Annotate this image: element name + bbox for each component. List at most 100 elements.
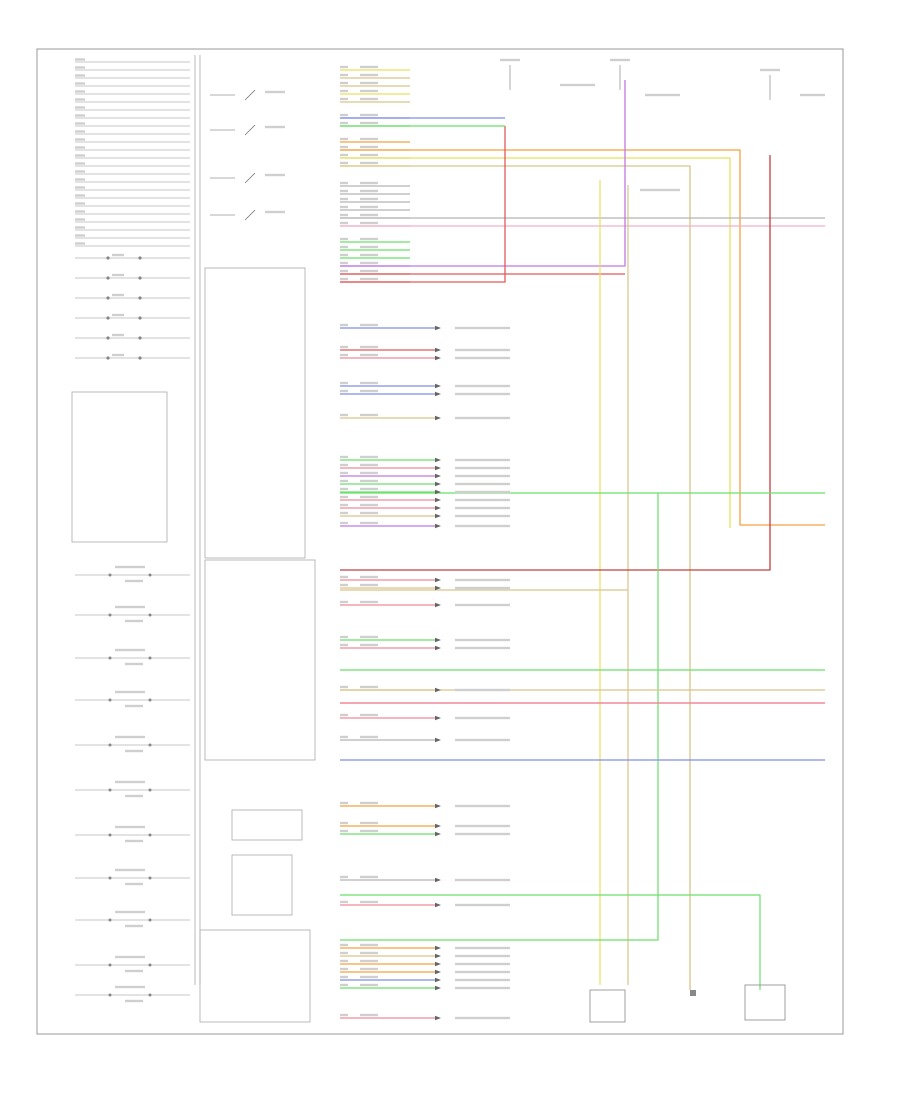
lamp-node (148, 963, 152, 967)
arrow-icon (435, 645, 441, 651)
indicator-node (106, 336, 110, 340)
wire-color-code (360, 983, 378, 987)
lamp-label (115, 910, 145, 914)
lamp-label (115, 565, 145, 569)
fuel-sender-box (589, 989, 626, 1023)
left-pin-label (75, 114, 85, 117)
purple-trace (340, 80, 626, 267)
arrow-icon (435, 347, 441, 353)
orange-trace (340, 149, 825, 526)
arrow-icon (435, 523, 441, 529)
wire-color-code (360, 237, 378, 241)
indicator-node (106, 256, 110, 260)
pin-id (340, 900, 348, 904)
system-label (455, 962, 510, 966)
wire-color-code (360, 153, 378, 157)
left-pin-label (75, 138, 85, 141)
wire-color-code (360, 583, 378, 587)
left-pin-label (75, 210, 85, 213)
wire-color-code (360, 213, 378, 217)
pin-id (340, 463, 348, 467)
left-pin-label (75, 98, 85, 101)
wire-color-code (360, 253, 378, 257)
pin-id (340, 685, 348, 689)
fuse-label (500, 58, 520, 62)
lamp-node (108, 698, 112, 702)
wire-color-code (360, 801, 378, 805)
arrow-icon (435, 687, 441, 693)
left-pin-label (75, 130, 85, 133)
wire-color-code (360, 521, 378, 525)
lamp-sublabel (125, 749, 143, 753)
system-label (455, 946, 510, 950)
arrow-icon (435, 465, 441, 471)
system-label (455, 878, 510, 882)
green-sensor (340, 894, 761, 990)
arrow-icon (435, 355, 441, 361)
lamp-node (108, 993, 112, 997)
system-label (455, 384, 510, 388)
wire-color-code (360, 277, 378, 281)
lamp-sublabel (125, 924, 143, 928)
indicator-node (106, 356, 110, 360)
arrow-icon (435, 415, 441, 421)
lamp-label (115, 868, 145, 872)
wire-color-code (360, 875, 378, 879)
pin-id (340, 943, 348, 947)
pin-id (340, 323, 348, 327)
lamp-node (148, 698, 152, 702)
pin-id (340, 245, 348, 249)
components (106, 65, 786, 1023)
lamp-label (115, 648, 145, 652)
ground-node (690, 990, 696, 996)
wire-color-code (360, 137, 378, 141)
pin-id (340, 801, 348, 805)
system-label (455, 738, 510, 742)
lamp-node (148, 918, 152, 922)
speedometer-gauge (244, 89, 256, 101)
pin-id (340, 959, 348, 963)
system-label (455, 603, 510, 607)
left-pin-label (75, 202, 85, 205)
left-pin-label (75, 194, 85, 197)
lamp-node (108, 613, 112, 617)
system-label (455, 498, 510, 502)
pin-id (340, 975, 348, 979)
wire-color-code (360, 643, 378, 647)
arrow-icon (435, 877, 441, 883)
arrow-icon (435, 823, 441, 829)
wire-color-code (360, 511, 378, 515)
wire-color-code (360, 463, 378, 467)
wire-color-code (360, 197, 378, 201)
pin-id (340, 197, 348, 201)
arrow-icon (435, 383, 441, 389)
pin-id (340, 583, 348, 587)
left-pin-label (75, 146, 85, 149)
indicator-node (138, 356, 142, 360)
system-label (455, 482, 510, 486)
lamp-sublabel (125, 619, 143, 623)
left-pin-label (75, 58, 85, 61)
pin-id (340, 951, 348, 955)
pin-id (340, 713, 348, 717)
pin-id (340, 353, 348, 357)
pin-id (340, 269, 348, 273)
arrow-icon (435, 953, 441, 959)
arrow-icon (435, 497, 441, 503)
fuse-label (610, 58, 630, 62)
indicator-label (112, 333, 124, 337)
system-label (455, 1016, 510, 1020)
lamp-node (148, 656, 152, 660)
wire-color-code (360, 245, 378, 249)
wire-color-code (360, 81, 378, 85)
wire-color-code (360, 943, 378, 947)
pin-id (340, 189, 348, 193)
lamp-node (148, 743, 152, 747)
arrow-icon (435, 985, 441, 991)
tan-trace (340, 165, 691, 990)
lamp-node (108, 963, 112, 967)
lamp-sublabel (125, 794, 143, 798)
wire-bundle (75, 61, 825, 1019)
pin-id (340, 97, 348, 101)
pin-id (340, 495, 348, 499)
